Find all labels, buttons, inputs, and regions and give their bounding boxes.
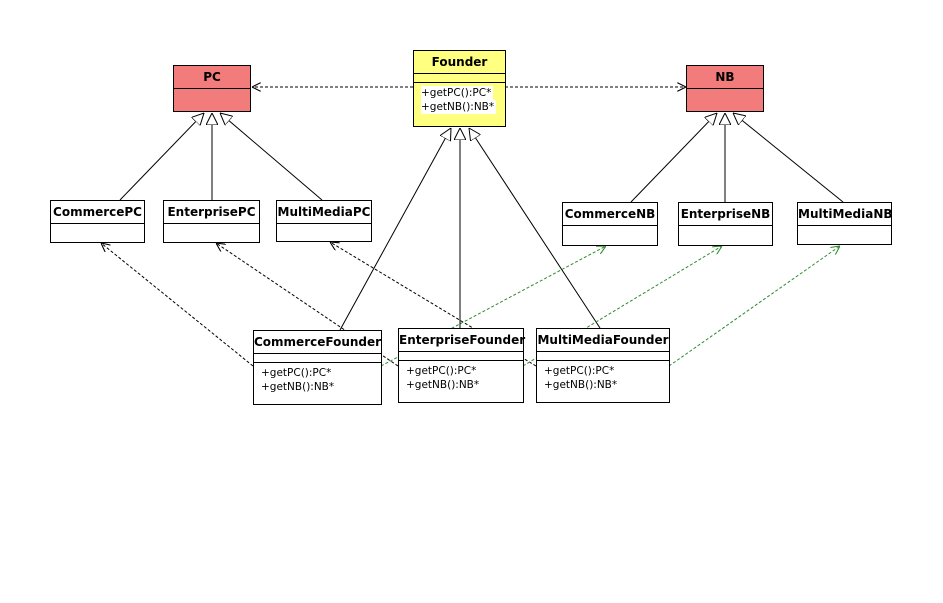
class-multimediapc-name: MultiMediaPC — [277, 201, 371, 224]
class-nb[interactable]: NB — [686, 65, 764, 112]
class-enterprisepc-name: EnterprisePC — [164, 201, 259, 224]
generalization-commercefounder-founder — [339, 128, 451, 331]
class-multimedianb-name: MultiMediaNB — [798, 203, 893, 226]
class-enterprisefounder-name: EnterpriseFounder — [399, 329, 525, 352]
class-pc-name: PC — [174, 66, 250, 89]
class-multimediafounder-operations: +getPC():PC* +getNB():NB* — [537, 361, 669, 392]
class-commercepc-name: CommercePC — [51, 201, 144, 224]
class-multimediafounder-op-getpc: +getPC():PC* — [544, 364, 617, 378]
generalization-multimedianb-nb — [733, 113, 844, 203]
class-commercefounder-op-getpc: +getPC():PC* — [261, 366, 334, 380]
class-multimediafounder-op-getnb: +getNB():NB* — [544, 378, 620, 392]
class-commercepc[interactable]: CommercePC — [50, 200, 145, 243]
dependency-multimediafounder-multimedianb — [668, 246, 840, 367]
class-enterprisefounder-attributes — [399, 352, 523, 361]
class-multimedianb[interactable]: MultiMediaNB — [797, 202, 893, 245]
class-multimediapc[interactable]: MultiMediaPC — [276, 200, 372, 242]
class-founder-operations: +getPC():PC* +getNB():NB* — [414, 83, 505, 114]
generalization-commercepc-pc — [119, 113, 204, 201]
class-enterprisefounder-op-getpc: +getPC():PC* — [406, 364, 479, 378]
dependency-commercefounder-commercepc — [101, 243, 254, 367]
class-commercenb-name: CommerceNB — [563, 203, 657, 226]
class-enterprisefounder-operations: +getPC():PC* +getNB():NB* — [399, 361, 523, 392]
class-commercefounder-operations: +getPC():PC* +getNB():NB* — [254, 363, 381, 394]
class-founder-op-getpc: +getPC():PC* — [421, 86, 494, 100]
class-founder-attributes — [414, 74, 505, 83]
class-enterprisefounder[interactable]: EnterpriseFounder +getPC():PC* +getNB():… — [398, 328, 525, 403]
dependency-enterprisefounder-enterprisenb — [522, 246, 722, 367]
class-commercenb[interactable]: CommerceNB — [562, 202, 658, 246]
class-multimediafounder[interactable]: MultiMediaFounder +getPC():PC* +getNB():… — [536, 328, 670, 403]
class-founder-op-getnb: +getNB():NB* — [421, 100, 497, 114]
generalization-commercenb-nb — [630, 113, 717, 203]
class-multimediafounder-attributes — [537, 352, 669, 361]
class-commercefounder-name: CommerceFounder — [254, 331, 381, 354]
class-nb-name: NB — [687, 66, 763, 89]
class-commercefounder-attributes — [254, 354, 381, 363]
class-enterprisenb-name: EnterpriseNB — [679, 203, 772, 226]
class-founder[interactable]: Founder +getPC():PC* +getNB():NB* — [413, 50, 506, 127]
class-enterprisepc[interactable]: EnterprisePC — [163, 200, 260, 243]
class-commercefounder-op-getnb: +getNB():NB* — [261, 380, 337, 394]
class-multimediafounder-name: MultiMediaFounder — [537, 329, 669, 352]
class-commercefounder[interactable]: CommerceFounder +getPC():PC* +getNB():NB… — [253, 330, 382, 405]
class-enterprisefounder-op-getnb: +getNB():NB* — [406, 378, 482, 392]
class-pc[interactable]: PC — [173, 65, 251, 112]
class-founder-name: Founder — [414, 51, 505, 74]
class-enterprisenb[interactable]: EnterpriseNB — [678, 202, 773, 246]
generalization-multimediafounder-founder — [469, 128, 601, 329]
generalization-multimediapc-pc — [220, 113, 323, 201]
